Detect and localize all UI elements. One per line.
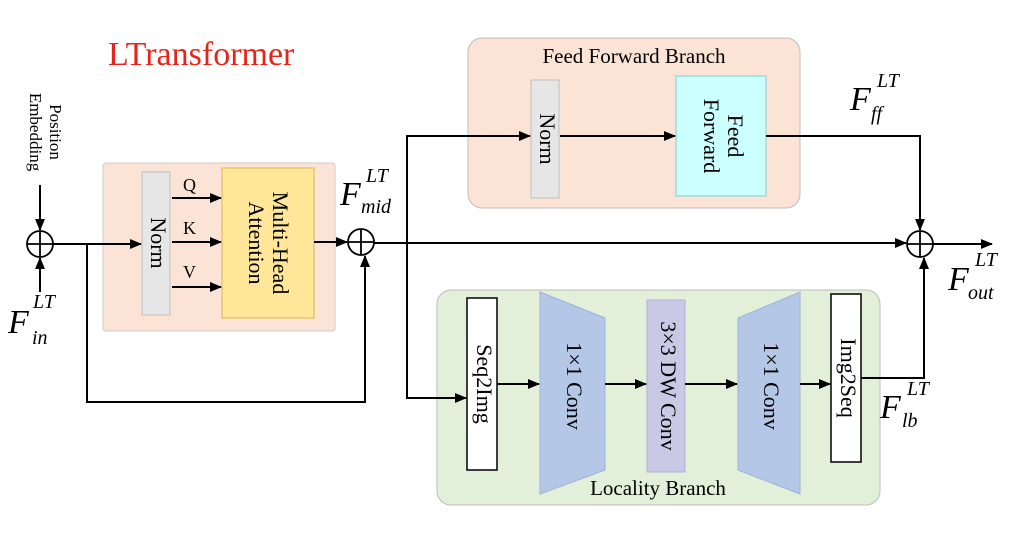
output-adder [906,230,934,258]
img2seq-label: Img2Seq [836,338,861,417]
svg-text:LT: LT [974,249,999,271]
locality-branch-title: Locality Branch [590,476,726,500]
feature-label-mid: F LT mid [339,165,392,218]
feature-label-in: F LT in [7,291,57,349]
diagram-title: LTransformer [108,36,295,73]
svg-text:Attention: Attention [244,201,269,284]
v-label: V [183,262,196,282]
svg-text:ff: ff [871,103,885,125]
conv1-label: 1×1 Conv [562,342,587,430]
feed-forward-block [675,75,767,197]
conv1-block [539,291,606,495]
feed-forward-label: Feed Forward [699,99,748,174]
ffn-norm-block [530,79,560,199]
svg-text:Embedding: Embedding [26,93,45,172]
conv2-block [737,291,801,495]
svg-text:Multi-Head: Multi-Head [268,192,293,295]
position-embedding-label: Position Embedding [26,93,65,172]
svg-text:F: F [947,261,970,298]
svg-text:Position: Position [46,104,65,160]
svg-text:Feed: Feed [723,115,748,158]
svg-text:mid: mid [361,196,392,218]
feed-forward-branch-title: Feed Forward Branch [542,44,726,68]
svg-text:LT: LT [906,378,931,400]
feature-label-ff: F LT ff [849,70,901,125]
seq2img-label: Seq2Img [472,344,497,423]
q-label: Q [183,175,196,195]
ffn-norm-label: Norm [535,113,560,164]
svg-text:F: F [339,176,362,213]
connections [35,131,993,403]
feature-label-lb: F LT lb [879,378,931,432]
k-label: K [183,218,196,238]
svg-text:LT: LT [876,70,901,92]
mid-adder [347,228,375,256]
img2seq-block [830,293,862,463]
attention-norm-block [141,171,171,316]
svg-text:LT: LT [32,291,57,313]
svg-text:F: F [7,304,30,341]
feature-label-out: F LT out [947,249,999,304]
svg-text:in: in [32,327,48,349]
dw-conv-label: 3×3 DW Conv [656,321,681,450]
attention-norm-label: Norm [146,217,171,268]
multi-head-attention-label: Multi-Head Attention [244,192,293,295]
svg-text:LT: LT [365,165,390,187]
dw-conv-block [646,299,686,473]
svg-text:F: F [849,81,872,118]
seq2img-block [466,297,498,471]
svg-text:lb: lb [902,410,918,432]
svg-text:Forward: Forward [699,99,724,174]
multi-head-attention-block [221,167,315,319]
svg-text:out: out [968,282,994,304]
svg-text:F: F [879,389,902,426]
input-adder [26,230,54,258]
conv2-label: 1×1 Conv [759,342,784,430]
